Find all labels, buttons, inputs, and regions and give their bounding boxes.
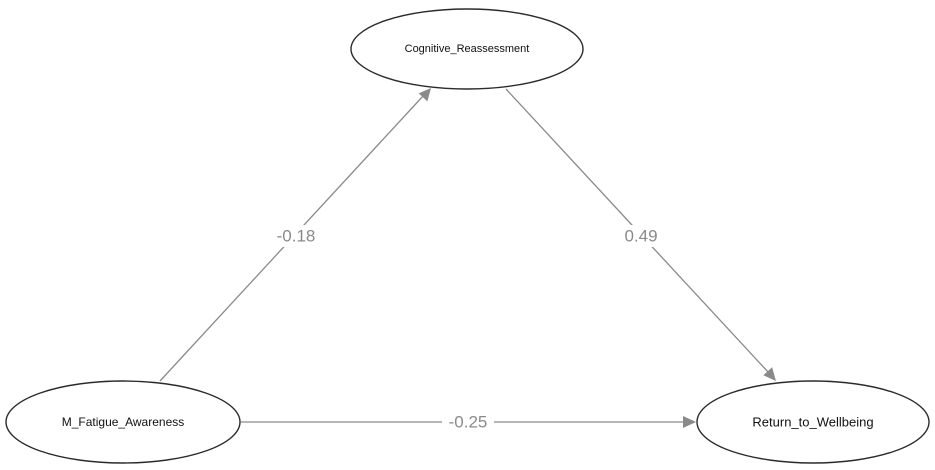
node-ellipse [350,8,584,90]
edge-label-fatigue-to-wellbeing: -0.25 [449,413,488,432]
node-m-fatigue-awareness: M_Fatigue_Awareness [5,380,241,464]
arrowhead-icon [418,88,431,102]
arrowhead-icon [763,367,776,381]
node-label-cognitive-reassessment: Cognitive_Reassessment [405,43,530,55]
node-label-m-fatigue-awareness: M_Fatigue_Awareness [62,415,185,429]
edge-label-background [270,225,322,247]
arrowhead-icon [683,416,696,428]
node-return-to-wellbeing: Return_to_Wellbeing [696,380,930,464]
node-ellipse [696,380,930,464]
edge-label-reassessment-to-wellbeing: 0.49 [624,227,657,246]
node-label-return-to-wellbeing: Return_to_Wellbeing [752,415,873,430]
node-cognitive-reassessment: Cognitive_Reassessment [350,8,584,90]
edge-reassessment-to-wellbeing: 0.49 [505,88,776,381]
edge-fatigue-to-wellbeing: -0.25 [241,411,696,433]
edge-fatigue-to-reassessment: -0.18 [159,88,431,382]
edge-label-background [442,411,494,433]
edge-label-fatigue-to-reassessment: -0.18 [277,227,316,246]
node-ellipse [5,380,241,464]
edge-label-background [618,225,664,247]
